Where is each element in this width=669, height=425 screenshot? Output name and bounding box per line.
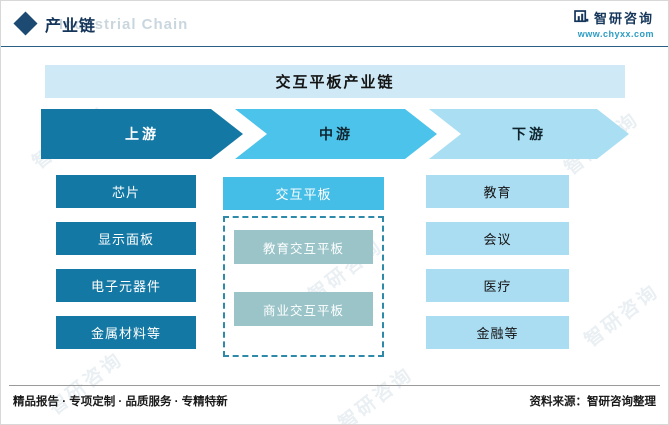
upstream-item: 金属材料等 (56, 316, 196, 349)
arrow-upstream: 上游 (41, 109, 243, 159)
header-title-group: 产业链 (13, 11, 97, 36)
stage-columns: 芯片 显示面板 电子元器件 金属材料等 交互平板 教育交互平板 商业交互平板 教… (41, 175, 629, 370)
arrow-midstream: 中游 (235, 109, 437, 159)
upstream-item: 电子元器件 (56, 269, 196, 302)
arrow-downstream: 下游 (429, 109, 629, 159)
footer-divider (9, 385, 660, 386)
downstream-item: 金融等 (426, 316, 569, 349)
downstream-item: 教育 (426, 175, 569, 208)
stage-arrows: 上游 中游 下游 (41, 109, 629, 159)
brand-chart-icon (574, 10, 589, 25)
midstream-subgroup: 教育交互平板 商业交互平板 (223, 216, 384, 357)
website-link[interactable]: www.chyxx.com (577, 29, 654, 39)
footer: 精品报告 · 专项定制 · 品质服务 · 专精特新 资料来源：智研咨询整理 (1, 393, 668, 409)
header: 产业链 智研咨询 www.chyxx.com (1, 1, 668, 47)
midstream-sub-item: 教育交互平板 (234, 230, 373, 264)
brand-logo: 智研咨询 www.chyxx.com (574, 8, 654, 39)
upstream-item: 显示面板 (56, 222, 196, 255)
page-title: 产业链 (45, 17, 97, 35)
upstream-item: 芯片 (56, 175, 196, 208)
midstream-sub-item: 商业交互平板 (234, 292, 373, 326)
brand-row: 智研咨询 (574, 8, 654, 27)
footer-source: 资料来源：智研咨询整理 (529, 396, 657, 408)
midstream-primary-item: 交互平板 (223, 177, 384, 210)
diamond-icon (13, 11, 38, 36)
downstream-item: 会议 (426, 222, 569, 255)
footer-slogan: 精品报告 · 专项定制 · 品质服务 · 专精特新 (13, 396, 228, 408)
brand-name: 智研咨询 (593, 11, 654, 26)
downstream-item: 医疗 (426, 269, 569, 302)
chart-title-banner: 交互平板产业链 (45, 65, 625, 98)
